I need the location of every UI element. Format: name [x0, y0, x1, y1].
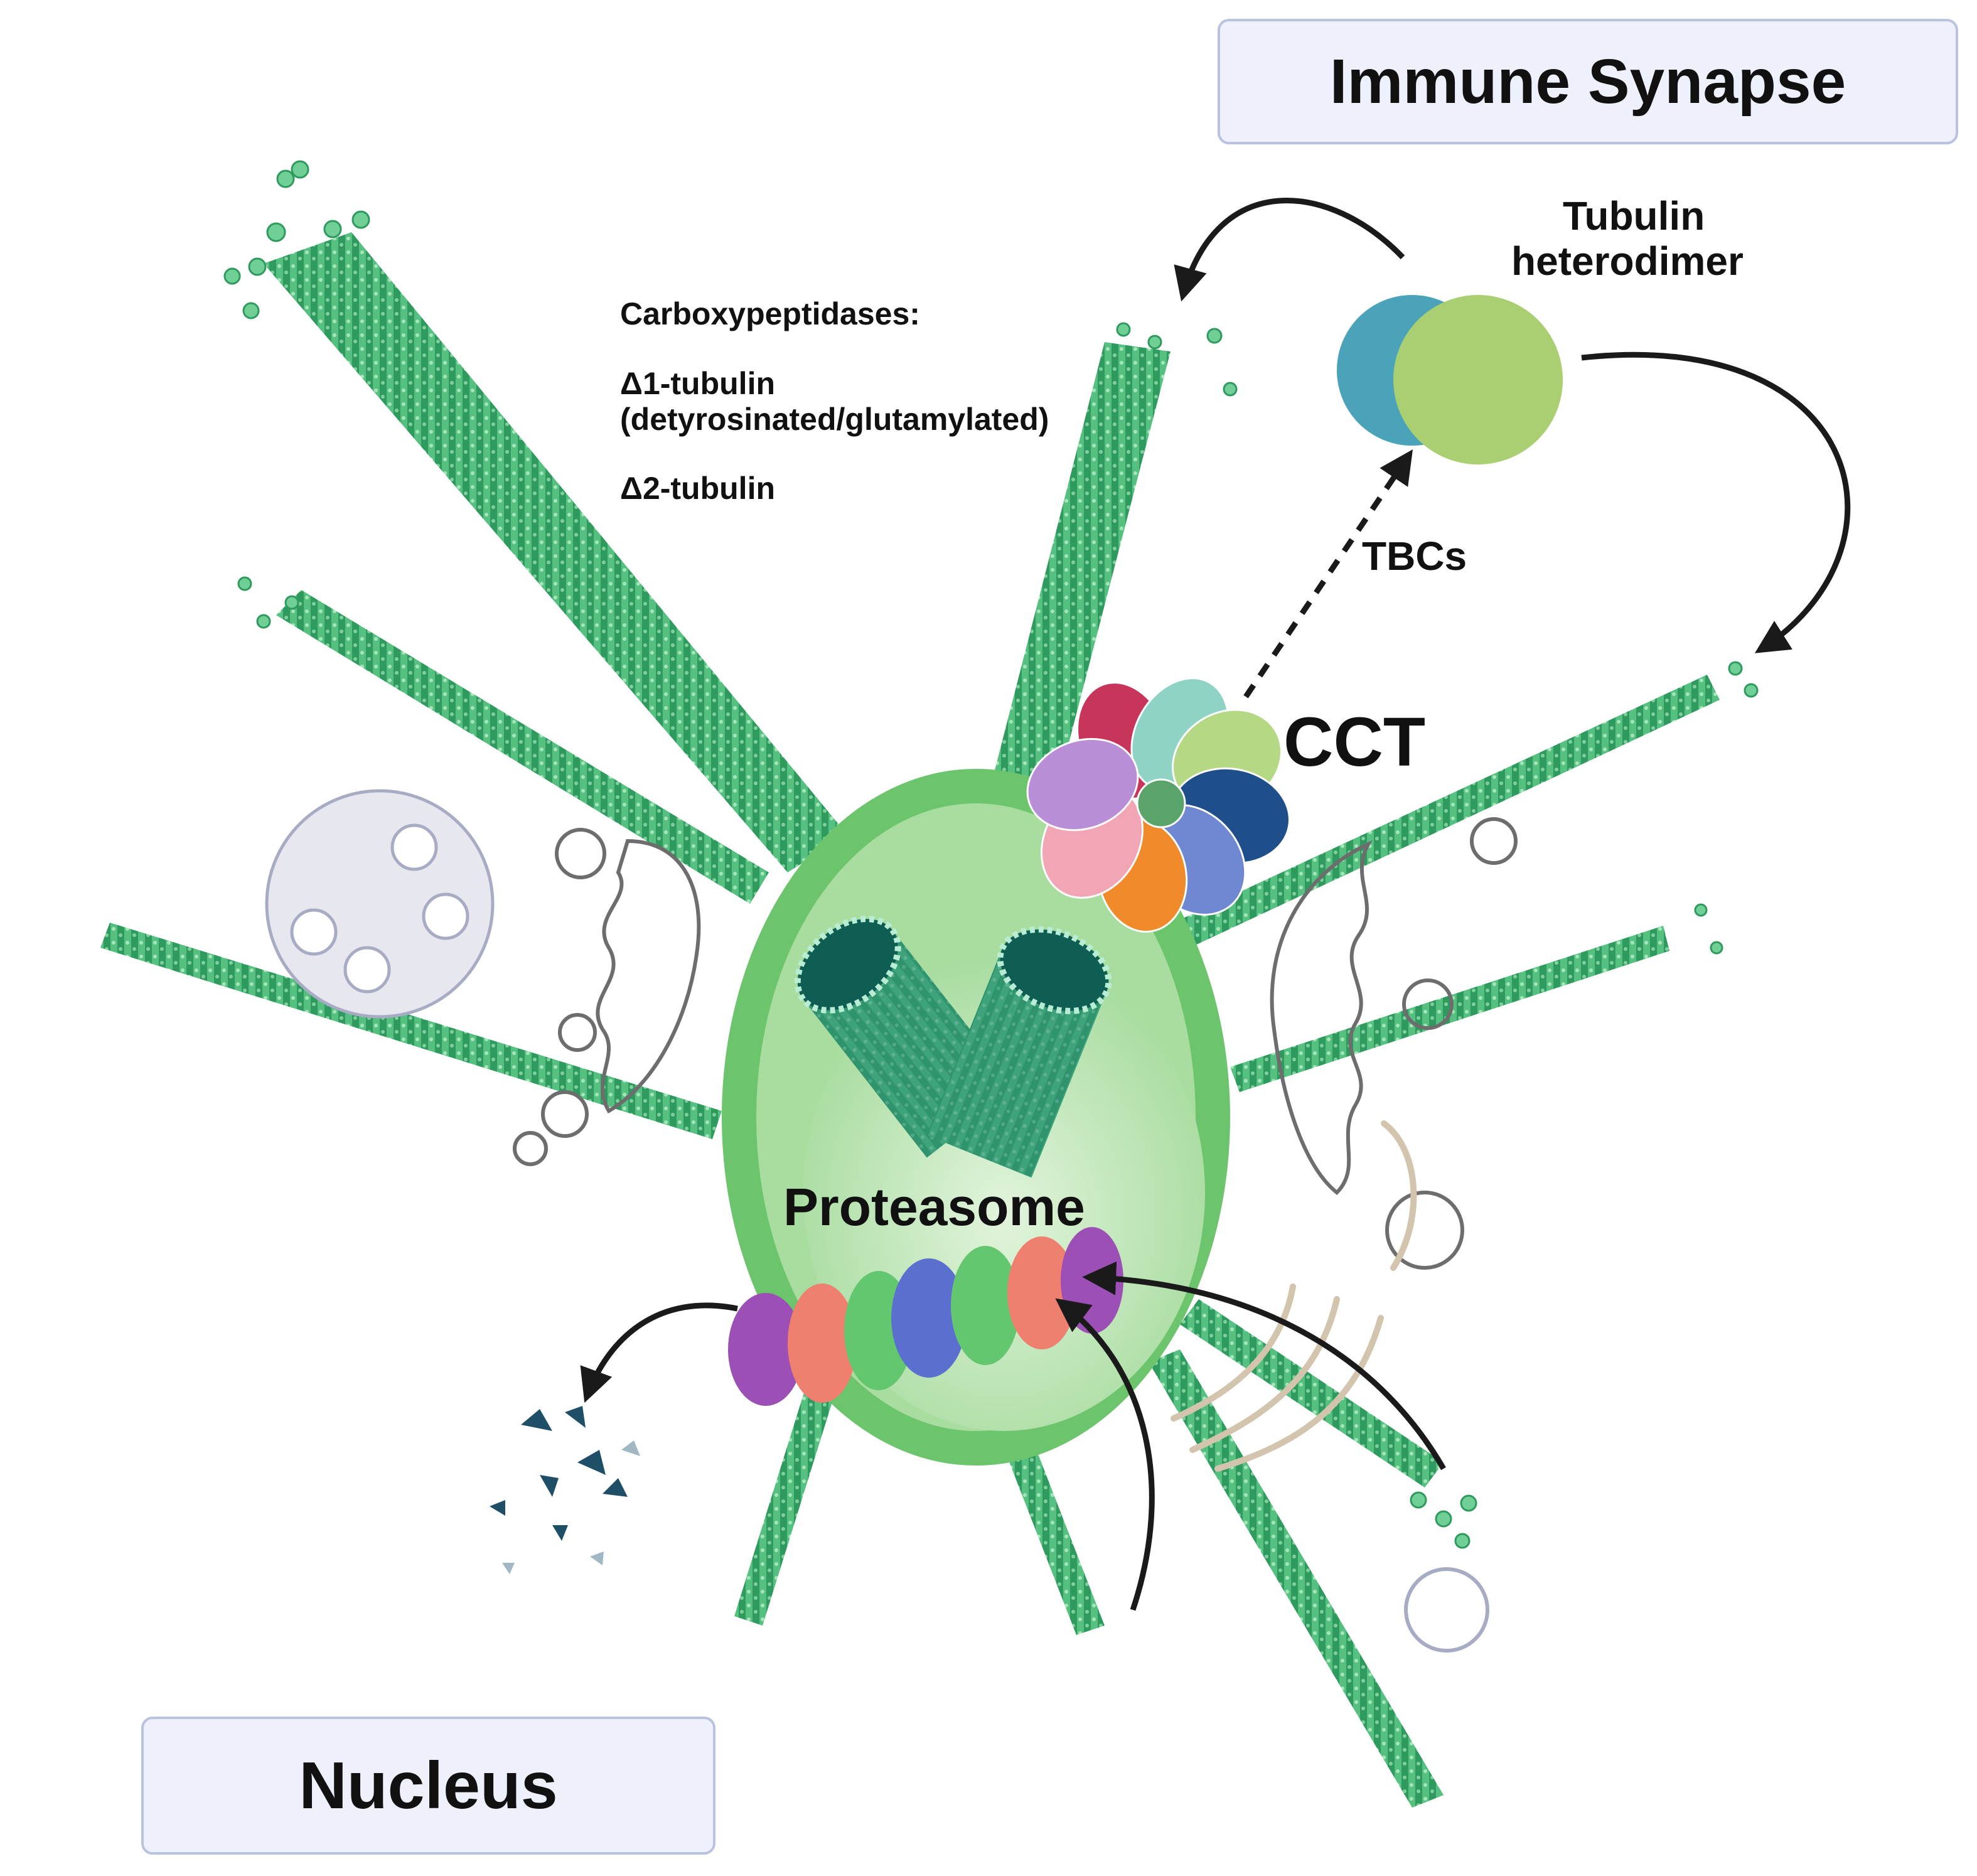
tbcs-label: TBCs [1362, 533, 1467, 579]
proteasome-label: Proteasome [783, 1177, 1085, 1236]
arrow-right-mt-to-proteasome [1082, 1261, 1446, 1471]
carboxypeptidases-label: Carboxypeptidases: [620, 296, 920, 331]
microtubule-top-left [264, 232, 847, 872]
heterodimer-label: heterodimer [1511, 239, 1744, 284]
arrow-to-synapse [1174, 198, 1405, 302]
frayed-tips [223, 160, 1759, 1549]
delta1-tubulin-description: (detyrosinated/glutamylated) [620, 402, 1049, 437]
microtubule-top-center [982, 342, 1171, 835]
arrows [580, 198, 1851, 1611]
peptide-fragments [490, 1406, 640, 1574]
cct-complex [1026, 677, 1290, 933]
cct-label: CCT [1283, 704, 1426, 781]
endoplasmic-reticulum [1171, 1120, 1417, 1472]
arrow-tubulin-to-right-mt [1581, 351, 1851, 653]
microtubule-bottom-left [734, 1375, 838, 1626]
tubulin-heterodimer-shape [1337, 295, 1563, 464]
microtubule-upper-left [276, 590, 769, 904]
tubulin-label: Tubulin [1563, 193, 1705, 239]
immune-synapse-label: Immune Synapse [1218, 19, 1958, 144]
arrow-bottom-mt-to-proteasome [1055, 1298, 1155, 1611]
vesicle [1404, 1567, 1489, 1653]
golgi-left [513, 828, 701, 1166]
centrioles [794, 916, 1112, 1178]
microtubule-bottom-center [995, 1415, 1105, 1635]
delta1-tubulin-label: Δ1-tubulin [620, 366, 775, 401]
nucleus-label: Nucleus [141, 1717, 715, 1855]
golgi-right [1270, 817, 1518, 1270]
microtubule-bottom-right-short [1180, 1299, 1444, 1487]
microtubule-left [100, 923, 722, 1139]
mitochondrion-left [265, 789, 495, 1019]
arrow-proteasome-to-fragments [580, 1302, 738, 1403]
microtubule-bottom-right-long [1149, 1349, 1444, 1808]
delta2-tubulin-label: Δ2-tubulin [620, 471, 775, 506]
microtubule-right [1174, 675, 1720, 951]
